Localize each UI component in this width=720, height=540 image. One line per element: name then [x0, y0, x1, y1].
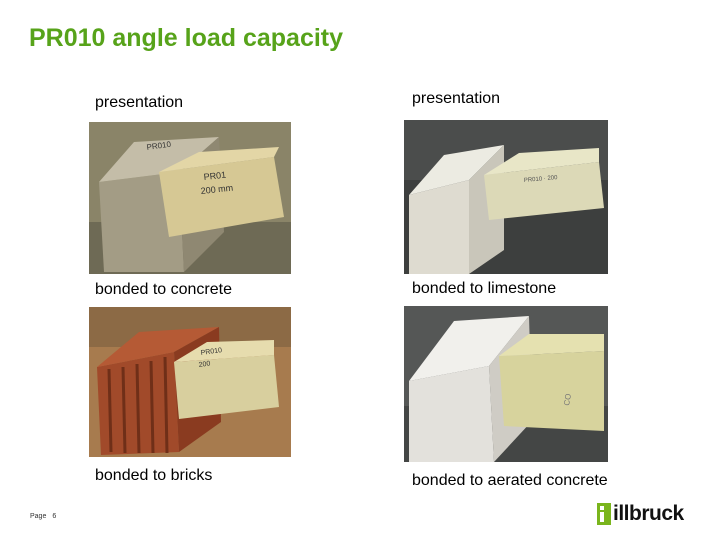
- svg-text:PR010: PR010: [200, 347, 222, 357]
- caption-bottom-right: bonded to aerated concrete: [412, 472, 608, 489]
- caption-top-right: presentation: [412, 90, 501, 107]
- caption-top-left: presentation: [95, 94, 184, 111]
- svg-text:PR010: PR010: [146, 140, 172, 152]
- caption-mid-left: bonded to concrete: [95, 281, 232, 298]
- svg-text:200 mm: 200 mm: [200, 183, 233, 196]
- photo-bonded-aerated-concrete: CO: [404, 306, 608, 462]
- caption-bottom-left: bonded to bricks: [95, 467, 213, 484]
- caption-mid-right: bonded to limestone: [412, 280, 557, 297]
- svg-text:PR01: PR01: [203, 170, 226, 182]
- svg-text:200: 200: [198, 360, 211, 369]
- photo-presentation-concrete: PR010 PR01 200 mm: [89, 122, 291, 274]
- page-number-footer: Page 6: [30, 513, 62, 520]
- svg-text:CO: CO: [562, 393, 573, 406]
- page-number: 6: [52, 513, 57, 520]
- slide-title: PR010 angle load capacity: [29, 24, 344, 52]
- photo-bonded-bricks: PR010 200: [89, 307, 291, 457]
- photo-presentation-limestone: PR010 · 200: [404, 120, 608, 274]
- illbruck-logo-icon: [597, 503, 611, 525]
- page-label: Page: [30, 513, 47, 520]
- logo-text: illbruck: [613, 502, 684, 525]
- svg-text:PR010 · 200: PR010 · 200: [524, 175, 559, 184]
- illbruck-logo: illbruck: [597, 501, 684, 527]
